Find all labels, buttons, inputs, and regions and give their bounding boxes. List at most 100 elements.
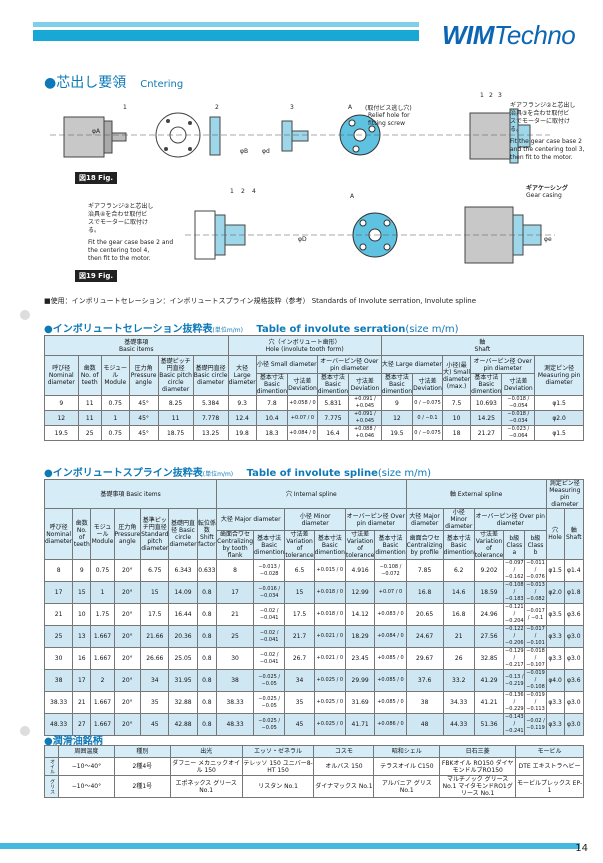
spline-cell: 0.8: [196, 669, 218, 692]
spline-cell: 1.667: [90, 713, 115, 736]
lube-cell: −10〜40°: [57, 757, 115, 776]
part-num-b3: 3: [498, 92, 502, 99]
serration-cell: 0.75: [100, 425, 130, 441]
serration-cell: 21.27: [470, 425, 503, 441]
spline-cell: 34: [284, 669, 315, 692]
spline-cell: 38.33: [216, 691, 255, 714]
serration-cell: 11: [157, 410, 194, 426]
serration-cell: 0 / −0.075: [412, 395, 443, 411]
spline-cell: 20°: [113, 559, 142, 582]
spline-cell: −0.013 / −0.082: [524, 581, 547, 604]
spl-col-module: モジュール Module: [90, 508, 115, 560]
serration-cell: 0 / −0.075: [412, 425, 443, 441]
lube-cell: テラスオイル C150: [373, 757, 441, 776]
spline-cell: +0.084 / 0: [374, 625, 407, 648]
lube-cell: オルバス 150: [313, 757, 375, 776]
dim-label-phiA: φA: [92, 128, 101, 135]
spline-cell: 1: [90, 581, 115, 604]
spline-cell: 42.88: [168, 713, 198, 736]
serration-cell: 7.778: [192, 410, 229, 426]
spline-cell: 25: [216, 625, 255, 648]
serration-cell: 0.75: [100, 395, 130, 411]
spline-cell: 0.8: [196, 581, 218, 604]
spline-cell: −0.025 / −0.05: [253, 669, 286, 692]
spl-h-major2: 大径 Major diameter: [405, 508, 444, 531]
spl-col-hole: 穴 Hole: [545, 508, 565, 560]
spline-cell: 21.7: [284, 625, 315, 648]
spline-cell: 44.33: [442, 713, 475, 736]
serration-cell: 19.5: [380, 425, 414, 441]
spline-cell: 14.12: [344, 603, 376, 626]
spline-cell: 35: [284, 691, 315, 714]
spline-cell: 34.33: [442, 691, 475, 714]
spline-cell: 20°: [113, 691, 142, 714]
serration-cell: −0.018 / −0.034: [501, 410, 536, 426]
fig18-label: 図18 Fig.: [75, 172, 118, 184]
spline-cell: 20.65: [405, 603, 444, 626]
part-num-c4: 4: [252, 188, 256, 195]
dim-label-phid: φd: [262, 148, 270, 155]
lube-rowhead-cell: オイル: [44, 757, 59, 776]
serration-cell: +0.07 / 0: [287, 410, 318, 426]
spline-cell: −0.108 / −0.183: [503, 581, 526, 604]
ser-h-overpin2: オーバーピン径 Over pin diameter: [470, 355, 536, 374]
spline-cell: 17: [72, 669, 92, 692]
serration-cell: 8.25: [157, 395, 194, 411]
spline-cell: −0.129 / −0.217: [503, 647, 526, 670]
spline-cell: 35: [140, 691, 170, 714]
spline-cell: φ3.6: [563, 669, 585, 692]
spl-h-overpin: オーバーピン径 Over pin diameter: [344, 508, 407, 531]
spl-col-shift: 転位係数 Shift factor: [196, 508, 218, 560]
spline-cell: +0.085 / 0: [374, 669, 407, 692]
spline-cell: 30: [216, 647, 255, 670]
spl-col-classb: b級 Class b: [524, 530, 547, 560]
spl-col-pressure: 圧力角 Pressure angle: [113, 508, 142, 560]
lube-cell: テレッソ 150 ユニバー8-HT 150: [241, 757, 315, 776]
serration-cell: 14.25: [470, 410, 503, 426]
dim-label-phie: φe: [544, 236, 552, 243]
spline-cell: 6.5: [284, 559, 315, 582]
serration-cell: 16.4: [316, 425, 350, 441]
serration-cell: +0.058 / 0: [287, 395, 318, 411]
serration-cell: 9: [44, 395, 79, 411]
spline-cell: 34: [140, 669, 170, 692]
spline-cell: 33.2: [442, 669, 475, 692]
spline-cell: 0.8: [196, 713, 218, 736]
spl-col-shaft: 軸 Shaft: [563, 508, 585, 560]
spline-cell: 51.36: [473, 713, 505, 736]
lube-corner: [44, 745, 59, 758]
spline-cell: +0.021 / 0: [313, 625, 346, 648]
lube-col-shell: 昭和シェル: [373, 745, 441, 758]
lube-cell: エポネックス グリース No.1: [169, 775, 243, 798]
ser-col-teeth: 歯数 No. of teeth: [77, 355, 102, 396]
spline-cell: −0.017 / −0.1: [524, 603, 547, 626]
serration-cell: 12.4: [227, 410, 257, 426]
spline-cell: 14.6: [442, 581, 475, 604]
spline-cell: φ1.4: [563, 559, 585, 582]
spl-h-major: 大径 Major diameter: [216, 508, 286, 531]
serration-cell: 5.384: [192, 395, 229, 411]
spl-col-pitch: 基準ピッチ円直径 Standard pitch diameter: [140, 508, 170, 560]
lube-col-type: 種別: [113, 745, 171, 758]
ser-col-basic3: 基本寸法 Basic dimention: [380, 373, 414, 396]
serration-title: ●インボリュートセレーション抜粋表(単位m/m) Table of involu…: [44, 324, 459, 335]
spl-col-var2: 寸法差 Variation of tolerance: [344, 530, 376, 560]
lube-cell: 2種1号: [113, 775, 171, 798]
spline-cell: 21: [442, 625, 475, 648]
spline-cell: 27: [72, 713, 92, 736]
spline-cell: 2: [90, 669, 115, 692]
spline-cell: 15: [140, 581, 170, 604]
ser-col-dev4: 寸法差 Deviation: [501, 373, 536, 396]
spline-cell: 18.59: [473, 581, 505, 604]
lube-title: ●潤滑油銘柄: [44, 736, 103, 747]
spline-cell: 29.99: [344, 669, 376, 692]
serration-cell: 19.5: [44, 425, 79, 441]
spline-cell: 1.75: [90, 603, 115, 626]
spline-cell: φ3.3: [545, 647, 565, 670]
serration-cell: −0.023 / −0.064: [501, 425, 536, 441]
